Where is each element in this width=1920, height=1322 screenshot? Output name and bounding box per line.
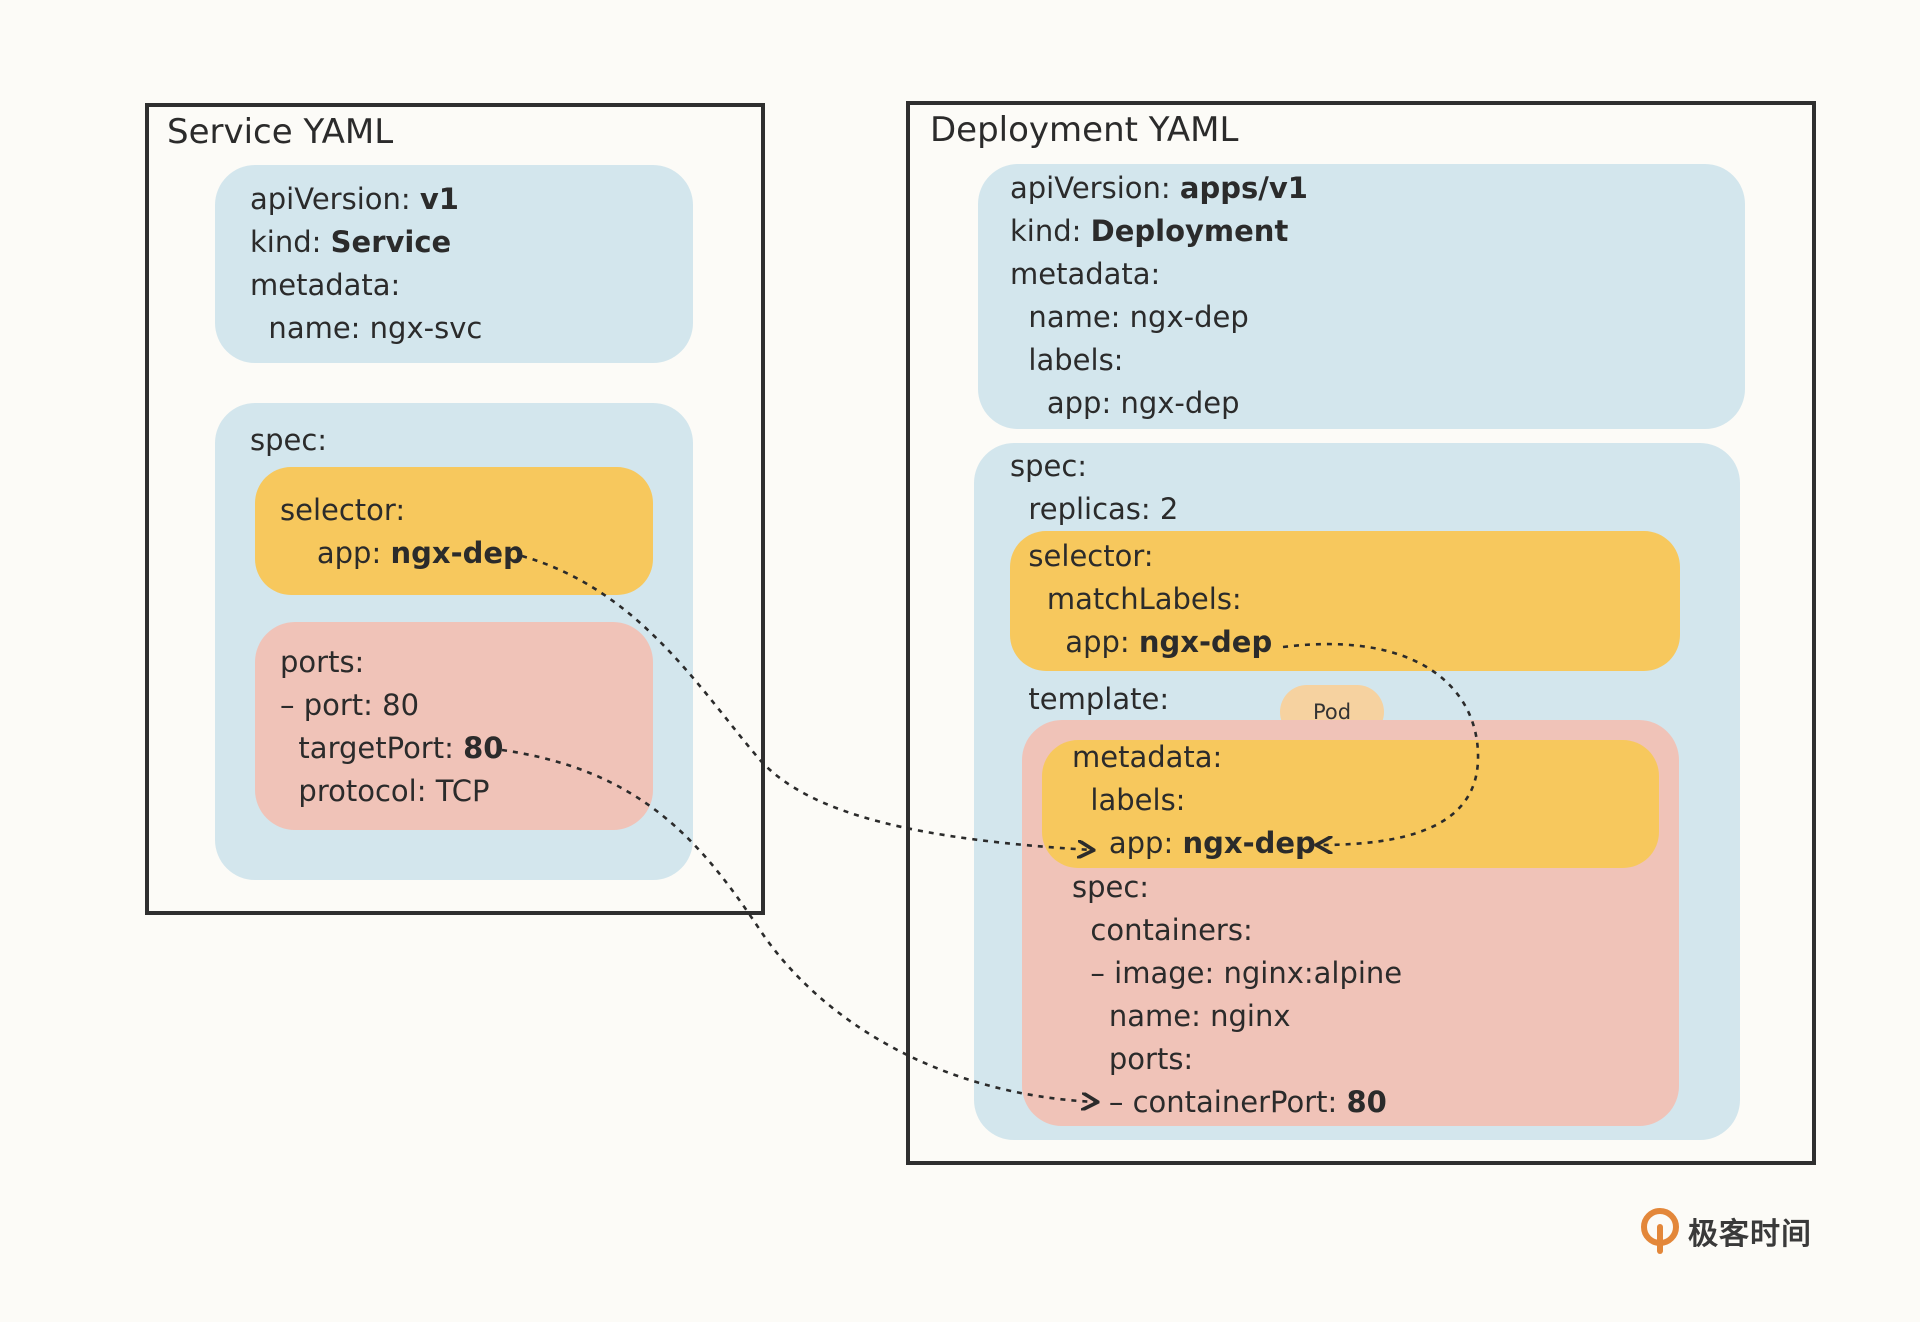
template-container-image: – image: nginx:alpine [1072, 956, 1403, 990]
deployment-kind: kind: Deployment [1010, 214, 1289, 248]
deployment-api-version: apiVersion: apps/v1 [1010, 171, 1308, 205]
geektime-logo-icon [1641, 1208, 1679, 1254]
service-protocol: protocol: TCP [280, 774, 490, 808]
template-labels: labels: [1072, 783, 1186, 817]
service-port: – port: 80 [280, 688, 420, 722]
template-metadata: metadata: [1072, 740, 1223, 774]
template-container-ports: ports: [1072, 1042, 1194, 1076]
service-spec: spec: [250, 423, 328, 457]
service-ports: ports: [280, 645, 365, 679]
deployment-spec: spec: [1010, 449, 1088, 483]
service-selector-app: app: ngx-dep [280, 536, 524, 570]
service-yaml-frame [145, 103, 765, 915]
deployment-name: name: ngx-dep [1010, 300, 1249, 334]
deployment-header-block [978, 164, 1745, 429]
service-kind: kind: Service [250, 225, 452, 259]
service-api-version: apiVersion: v1 [250, 182, 459, 216]
deployment-replicas: replicas: 2 [1010, 492, 1179, 526]
template-spec: spec: [1072, 870, 1150, 904]
service-name: name: ngx-svc [250, 311, 483, 345]
service-metadata: metadata: [250, 268, 401, 302]
deployment-yaml-title: Deployment YAML [930, 110, 1239, 150]
deployment-selector: selector: [1010, 539, 1154, 573]
deployment-labels: labels: [1010, 343, 1124, 377]
deployment-metadata: metadata: [1010, 257, 1161, 291]
service-target-port: targetPort: 80 [280, 731, 504, 765]
brand-logo: 极客时间 [1640, 1208, 1812, 1254]
template-containers: containers: [1072, 913, 1253, 947]
service-selector: selector: [280, 493, 406, 527]
deployment-match-app: app: ngx-dep [1010, 625, 1273, 659]
deployment-template: template: [1010, 682, 1170, 716]
template-labels-app: app: ngx-dep [1072, 826, 1316, 860]
template-container-port: – containerPort: 80 [1072, 1085, 1387, 1119]
brand-logo-text: 极客时间 [1688, 1217, 1812, 1252]
template-container-name: name: nginx [1072, 999, 1291, 1033]
service-yaml-title: Service YAML [167, 112, 394, 152]
service-header-block [215, 165, 693, 363]
deployment-labels-app: app: ngx-dep [1010, 386, 1240, 420]
deployment-match-labels: matchLabels: [1010, 582, 1242, 616]
